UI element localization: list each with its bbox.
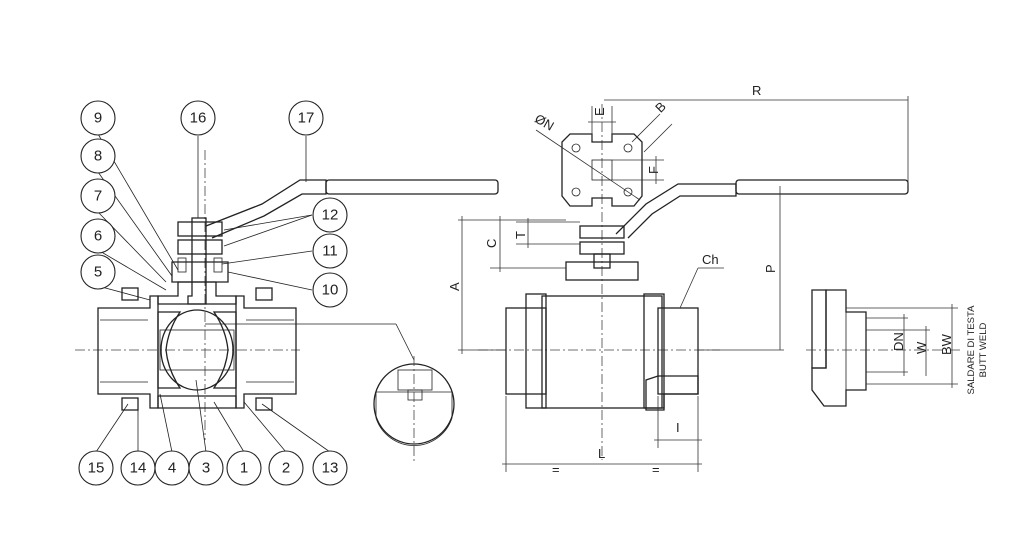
stem: [187, 217, 207, 305]
svg-text:11: 11: [322, 243, 338, 260]
thread-left: [100, 319, 148, 383]
svg-text:6: 6: [94, 228, 102, 245]
right-end-connector: [235, 295, 297, 409]
svg-text:15: 15: [88, 460, 105, 477]
thread-right: [246, 319, 294, 383]
left-end-connector: [97, 295, 159, 409]
part-bubble-15: 15: [78, 450, 114, 486]
dimension-lines-mid: R E B ØN F T C A P: [447, 83, 909, 477]
mid-nut-upper: [579, 225, 625, 239]
butt-weld-end: [811, 289, 867, 407]
dim-F: F: [646, 166, 661, 174]
part-bubble-17: 17: [288, 100, 324, 136]
dim-A: A: [447, 282, 462, 291]
butt-weld-label-en: BUTT WELD: [978, 323, 989, 378]
dim-eq-right: =: [652, 462, 660, 477]
external-view: [478, 104, 909, 460]
mid-neck: [565, 261, 639, 281]
part-bubble-8: 8: [80, 138, 116, 174]
pad-hole-bl: [571, 187, 581, 197]
svg-text:14: 14: [130, 460, 147, 477]
svg-text:8: 8: [94, 148, 102, 165]
stem-nut-upper: [177, 221, 223, 237]
dim-Ch: Ch: [702, 252, 719, 267]
dim-R: R: [752, 83, 761, 98]
svg-text:12: 12: [322, 207, 339, 224]
part-bubble-4: 4: [154, 450, 190, 486]
dim-DN: DN: [891, 332, 906, 351]
dim-L: L: [598, 446, 605, 461]
dim-E: E: [592, 107, 607, 116]
part-bubbles: 9 8 7 6 5 16 17 12 11 10 15 14 4 3 1 2 1…: [78, 100, 348, 486]
part-bubble-11: 11: [312, 233, 348, 269]
leader-lines: [95, 133, 331, 453]
svg-text:4: 4: [168, 460, 176, 477]
part-bubble-10: 10: [312, 272, 348, 308]
dim-C: C: [484, 239, 499, 248]
pad-hole-br: [623, 187, 633, 197]
valve-body: [157, 281, 237, 305]
dim-P: P: [763, 264, 778, 273]
bolt-nut-bl: [121, 397, 139, 411]
svg-text:5: 5: [94, 264, 102, 281]
butt-weld-body: [811, 289, 827, 369]
detail-stem-tip: [407, 389, 423, 401]
valve-body-bottom: [157, 395, 237, 409]
dim-T: T: [513, 231, 528, 239]
part-bubble-12: 12: [312, 197, 348, 233]
handle-top-view: [615, 183, 737, 239]
svg-text:13: 13: [322, 460, 339, 477]
bolt-nut-br: [255, 397, 273, 411]
part-bubble-14: 14: [120, 450, 156, 486]
butt-weld-view: DN W BW SALDARE DI TESTA BUTT WELD: [806, 289, 989, 407]
pad-hole-tr: [623, 143, 633, 153]
pad-hole-tl: [571, 143, 581, 153]
butt-weld-label-it: SALDARE DI TESTA: [966, 305, 977, 395]
sectional-view: [75, 150, 499, 462]
dim-B: B: [652, 99, 669, 116]
part-bubble-7: 7: [80, 178, 116, 214]
handle-top-grip: [735, 179, 909, 195]
dim-BW: BW: [939, 333, 954, 355]
svg-text:10: 10: [322, 282, 339, 299]
mid-end-yellow: [645, 375, 699, 411]
svg-text:7: 7: [94, 188, 102, 205]
mid-flange-right: [643, 293, 665, 409]
dim-I: I: [676, 420, 680, 435]
detail-blue: [375, 391, 453, 446]
dim-W: W: [914, 341, 929, 354]
stem-nut-lower: [177, 239, 223, 255]
part-bubble-5: 5: [80, 254, 116, 290]
ball-bore: [159, 329, 235, 371]
svg-text:16: 16: [190, 110, 207, 127]
mid-flange-left: [525, 293, 547, 409]
mid-body: [541, 295, 663, 409]
svg-text:2: 2: [282, 460, 290, 477]
svg-text:3: 3: [202, 460, 210, 477]
svg-text:9: 9: [94, 110, 102, 127]
svg-text:17: 17: [298, 110, 315, 127]
mid-stem: [593, 253, 611, 269]
part-bubble-6: 6: [80, 218, 116, 254]
top-mounting-pad: [561, 133, 643, 207]
part-bubble-3: 3: [188, 450, 224, 486]
handle-lever: [205, 179, 327, 239]
detail-pink: [397, 369, 433, 391]
part-bubble-13: 13: [312, 450, 348, 486]
packing-right: [213, 257, 223, 273]
svg-text:1: 1: [240, 460, 248, 477]
part-bubble-9: 9: [80, 100, 116, 136]
bolt-nut-tl: [121, 287, 139, 301]
detail-leader-2: [395, 323, 415, 361]
packing-left: [177, 257, 187, 273]
dim-eq-left: =: [552, 462, 560, 477]
handle-grip: [325, 179, 499, 195]
part-bubble-2: 2: [268, 450, 304, 486]
bolt-nut-tr: [255, 287, 273, 301]
top-pad-slot: [591, 159, 613, 181]
part-bubble-1: 1: [226, 450, 262, 486]
part-bubble-16: 16: [180, 100, 216, 136]
